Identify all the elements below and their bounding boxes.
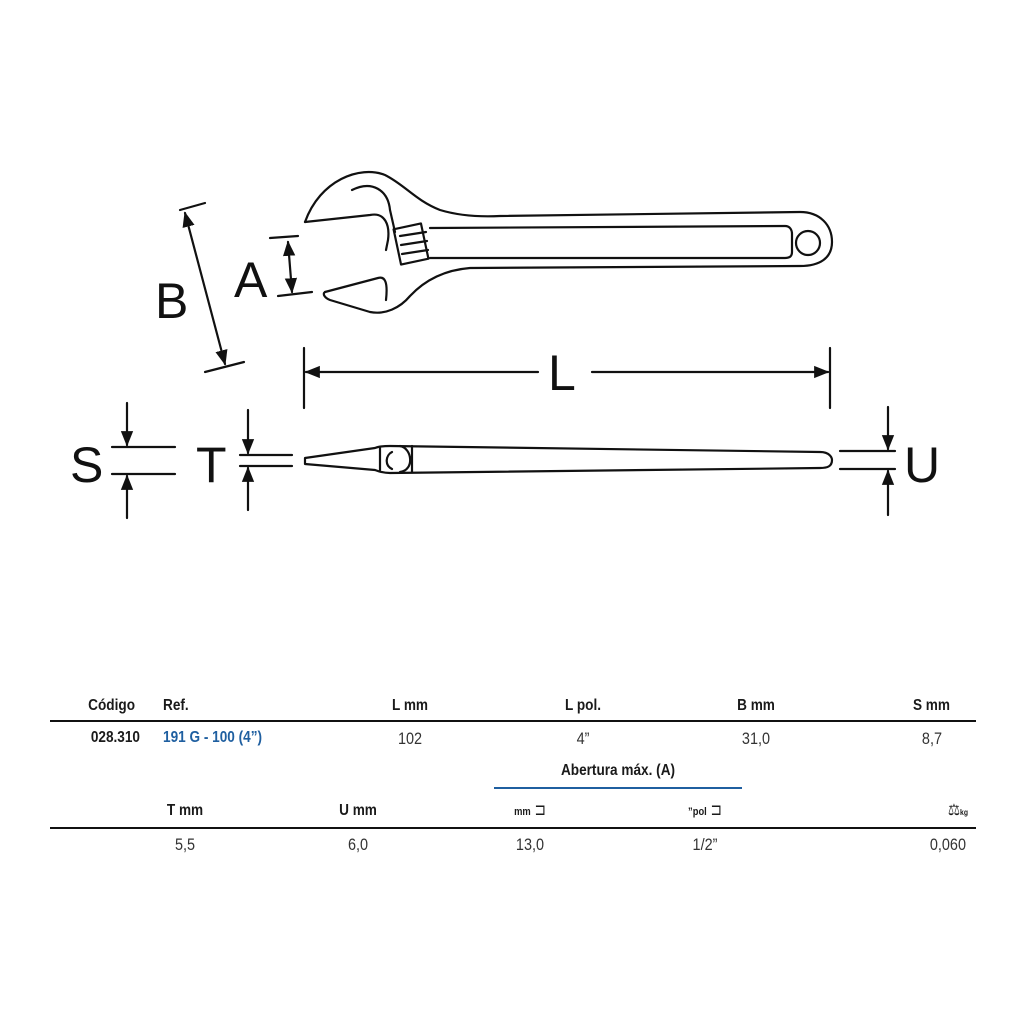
label-l: L bbox=[548, 345, 576, 401]
group-underline bbox=[494, 787, 742, 789]
wrench-side-view bbox=[303, 444, 834, 475]
value-b-mm: 31,0 bbox=[741, 729, 771, 748]
value-l-pol: 4” bbox=[576, 729, 590, 748]
header-weight: ⚖kg bbox=[948, 800, 968, 820]
value-ref: 191 G - 100 (4”) bbox=[163, 729, 263, 746]
value-s-mm: 8,7 bbox=[921, 729, 942, 748]
header-b-mm: B mm bbox=[737, 697, 775, 714]
header-l-mm: L mm bbox=[391, 697, 429, 714]
scale-icon: ⚖ bbox=[947, 802, 961, 819]
value-weight: 0,060 bbox=[929, 835, 966, 854]
divider bbox=[50, 720, 976, 722]
dimension-lines bbox=[110, 201, 897, 520]
label-t: T bbox=[196, 437, 227, 493]
header-a-pol: ”pol ⊐ bbox=[688, 800, 722, 820]
value-a-pol: 1/2” bbox=[692, 835, 718, 854]
label-a: A bbox=[234, 252, 268, 308]
value-t-mm: 5,5 bbox=[174, 835, 196, 854]
value-codigo: 028.310 bbox=[90, 729, 140, 746]
header-a-mm-label: mm bbox=[514, 806, 531, 818]
wrench-top-view bbox=[303, 170, 834, 314]
header-u-mm: U mm bbox=[339, 802, 377, 819]
wrench-opening-icon: ⊐ bbox=[534, 802, 546, 819]
header-t-mm: T mm bbox=[166, 802, 204, 819]
header-l-pol: L pol. bbox=[564, 697, 602, 714]
value-a-mm: 13,0 bbox=[515, 835, 545, 854]
divider bbox=[50, 827, 976, 829]
wrench-dimension-diagram: B A L S T U bbox=[70, 170, 940, 520]
header-a-mm: mm ⊐ bbox=[514, 800, 546, 820]
header-s-mm: S mm bbox=[912, 697, 950, 714]
value-l-mm: 102 bbox=[397, 729, 423, 748]
header-codigo: Código bbox=[88, 697, 135, 714]
weight-unit: kg bbox=[960, 808, 968, 817]
group-header-abertura: Abertura máx. (A) bbox=[560, 762, 676, 779]
label-b: B bbox=[155, 273, 188, 329]
label-s: S bbox=[70, 437, 103, 493]
header-a-pol-label: ”pol bbox=[688, 806, 707, 818]
value-u-mm: 6,0 bbox=[347, 835, 369, 854]
wrench-opening-icon: ⊐ bbox=[710, 802, 722, 819]
label-u: U bbox=[904, 437, 940, 493]
header-ref: Ref. bbox=[163, 697, 189, 714]
